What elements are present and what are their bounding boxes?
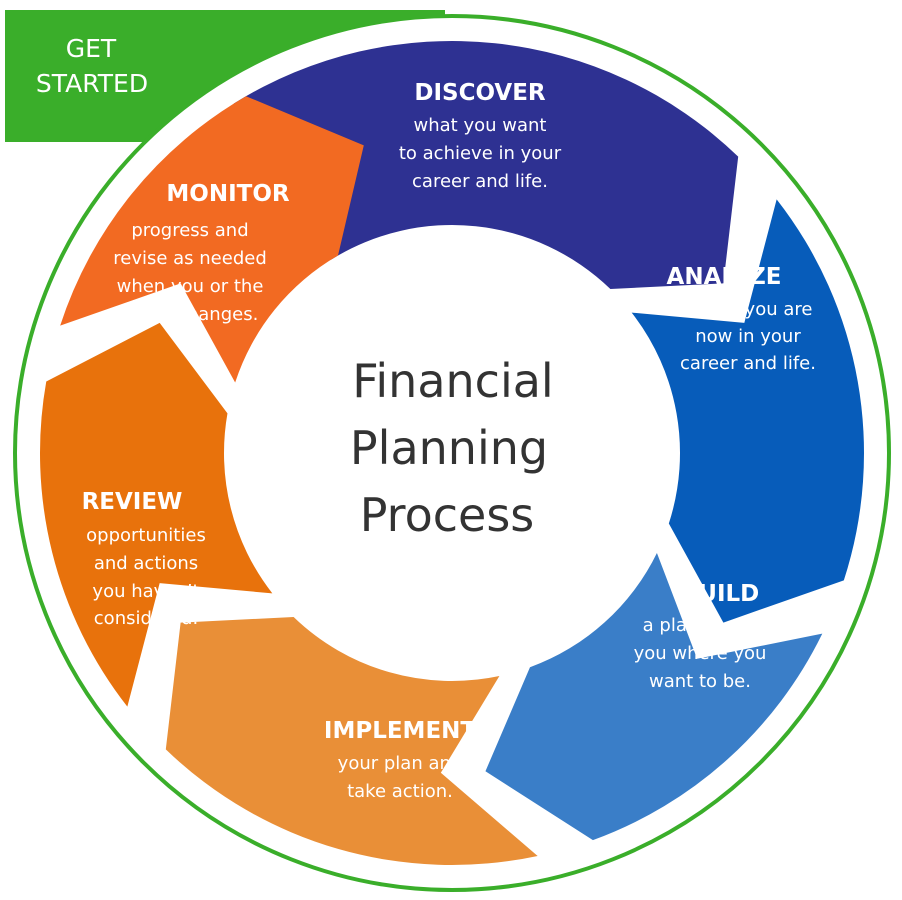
step-description-line: take action. — [347, 781, 453, 802]
step-title: REVIEW — [82, 489, 183, 515]
segment-discover — [233, 41, 739, 289]
step-description-line: where you are — [684, 299, 813, 320]
step-description-line: a plan to get — [643, 615, 758, 636]
center-title-line-3: Process — [360, 488, 535, 542]
segment-analyze — [631, 199, 864, 623]
step-title: ANALYZE — [667, 264, 782, 290]
step-description-line: to achieve in your — [399, 143, 562, 164]
center-title-line-2: Planning — [350, 421, 548, 475]
step-description-line: now in your — [695, 326, 801, 347]
step-description-line: when you or the — [117, 276, 264, 297]
step-description-line: and actions — [94, 553, 198, 574]
step-description-line: you where you — [634, 643, 767, 664]
step-review: REVIEW opportunities and actions you haven’… — [82, 489, 206, 629]
segment-implement — [165, 617, 538, 866]
get-started-label-line-2: STARTED — [36, 69, 148, 98]
step-title: DISCOVER — [414, 80, 546, 106]
step-description-line: world changes. — [122, 304, 259, 325]
step-title: IMPLEMENT — [324, 718, 477, 744]
step-build: BUILD a plan to get you where you want to b… — [634, 581, 767, 692]
step-title: BUILD — [681, 581, 760, 607]
segment-monitor — [60, 96, 364, 383]
step-segments — [39, 41, 864, 866]
step-description-line: progress and — [131, 220, 248, 241]
step-description-line: you haven’t — [92, 581, 199, 602]
step-title: MONITOR — [166, 181, 289, 207]
get-started-label-line-1: GET — [66, 34, 117, 63]
step-description-line: opportunities — [86, 525, 206, 546]
segment-build — [485, 552, 823, 841]
step-description-line: career and life. — [680, 353, 816, 374]
step-description-line: what you want — [414, 115, 547, 136]
step-description-line: your plan and — [338, 753, 463, 774]
center-title-line-1: Financial — [352, 354, 553, 408]
segment-review — [39, 322, 273, 707]
step-implement: IMPLEMENT your plan and take action. — [324, 718, 477, 802]
step-discover: DISCOVER what you want to achieve in your c… — [399, 80, 562, 192]
step-description-line: revise as needed — [113, 248, 267, 269]
step-analyze: ANALYZE where you are now in your career an… — [667, 264, 816, 374]
step-monitor: MONITOR progress and revise as needed when … — [113, 181, 290, 325]
step-description-line: career and life. — [412, 171, 548, 192]
step-description-line: want to be. — [649, 671, 751, 692]
step-description-line: considered. — [94, 608, 198, 629]
center-title: Financial Planning Process — [350, 354, 554, 542]
